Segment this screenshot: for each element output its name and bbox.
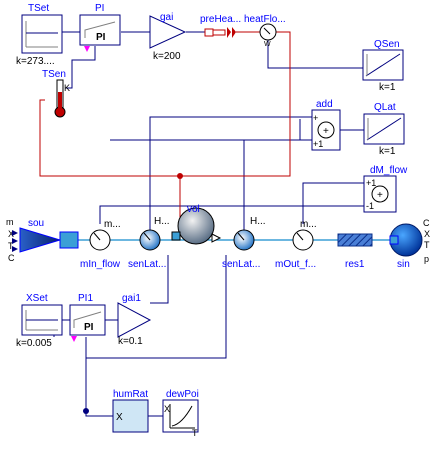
- sou-port-t: T: [8, 241, 14, 251]
- sin-boundary[interactable]: sin C X T p: [389, 218, 430, 270]
- tset-block[interactable]: TSet k=273....: [16, 3, 63, 67]
- heatFlo-sensor[interactable]: W heatFlo...: [244, 14, 286, 48]
- junction-dot: [83, 408, 89, 414]
- add-op: +: [323, 126, 329, 137]
- pi1-name: PI1: [78, 293, 93, 304]
- sin-port-c: C: [423, 218, 430, 228]
- add-sign-a: +: [313, 113, 318, 123]
- heatFlo-unit: W: [264, 41, 271, 48]
- humRat-port: X: [116, 412, 123, 423]
- tsen-sensor[interactable]: K TSen: [42, 69, 70, 118]
- qlat-block[interactable]: QLat k=1: [363, 102, 405, 157]
- senLat1-top: H...: [154, 216, 170, 227]
- tsen-unit: K: [64, 83, 70, 93]
- dM_flow-op: +: [377, 190, 383, 201]
- sou-port-m: m: [6, 217, 14, 227]
- pi1-trigger-port: [71, 336, 77, 342]
- sin-port-t: T: [424, 240, 430, 250]
- gai1-param: k=0.1: [118, 336, 143, 347]
- senLat2-sensor[interactable]: H... senLat...: [222, 216, 266, 270]
- senLat1-sensor[interactable]: H... senLat...: [128, 216, 170, 270]
- mOut_flow-top: m...: [300, 219, 317, 230]
- senLat1-name: senLat...: [128, 259, 166, 270]
- tset-name: TSet: [28, 3, 49, 14]
- junction-dot: [177, 173, 183, 179]
- gai-gain-block[interactable]: gai k=200: [149, 12, 187, 62]
- gai-param: k=200: [153, 51, 181, 62]
- sou-boundary[interactable]: sou m X C T: [6, 217, 79, 263]
- qsen-block[interactable]: QSen k=1: [362, 39, 404, 93]
- pi-name: PI: [95, 3, 104, 14]
- sin-name: sin: [397, 259, 410, 270]
- xset-name: XSet: [26, 293, 48, 304]
- qlat-param: k=1: [379, 146, 396, 157]
- mIn_flow-name: mIn_flow: [80, 259, 121, 270]
- dewPoi-axis-t: T: [192, 428, 198, 438]
- pi-symbol: PI: [96, 32, 106, 43]
- sin-port-p: p: [424, 254, 429, 264]
- gai-name: gai: [160, 12, 173, 23]
- res1-name: res1: [345, 259, 365, 270]
- dM_flow-name: dM_flow: [370, 165, 408, 176]
- tset-param: k=273....: [16, 56, 55, 67]
- pi1-symbol: PI: [84, 322, 94, 333]
- senLat2-top: H...: [250, 216, 266, 227]
- dewPoi-block[interactable]: X T dewPoi: [162, 389, 199, 438]
- dewPoi-axis-x: X: [164, 404, 170, 414]
- heatFlo-name: heatFlo...: [244, 14, 286, 25]
- add-name: add: [316, 99, 333, 110]
- sin-port-x: X: [424, 229, 430, 239]
- gai1-name: gai1: [122, 293, 141, 304]
- sou-port-x: X: [8, 229, 14, 239]
- qsen-param: k=1: [379, 82, 396, 93]
- dM_flow-sign-a: +1: [366, 178, 376, 188]
- dM_flow-sign-b: -1: [366, 201, 374, 211]
- preHea-block[interactable]: preHea...: [200, 14, 250, 38]
- humRat-name: humRat: [113, 389, 148, 400]
- mIn_flow-sensor[interactable]: m... mIn_flow: [80, 219, 121, 270]
- add-sign-b: +1: [313, 139, 323, 149]
- qlat-name: QLat: [374, 102, 396, 113]
- humRat-block[interactable]: X humRat: [112, 389, 149, 433]
- pi-trigger-port: [84, 46, 90, 52]
- dewPoi-name: dewPoi: [166, 389, 199, 400]
- signal-connections: [53, 31, 364, 417]
- res1-resistance[interactable]: res1: [337, 233, 373, 270]
- qsen-name: QSen: [374, 39, 400, 50]
- senLat2-name: senLat...: [222, 259, 260, 270]
- preHea-name: preHea...: [200, 14, 241, 25]
- tsen-name: TSen: [42, 69, 66, 80]
- pi-controller-block[interactable]: PI PI: [79, 3, 121, 52]
- gai1-gain-block[interactable]: gai1 k=0.1: [117, 293, 152, 347]
- sou-name: sou: [28, 218, 44, 229]
- xset-block[interactable]: XSet k=0.005: [16, 293, 63, 349]
- vol-mixing-volume[interactable]: vol: [171, 204, 222, 245]
- vol-name: vol: [187, 204, 200, 215]
- mOut_flow-sensor[interactable]: m... mOut_f...: [275, 219, 317, 270]
- pi1-controller-block[interactable]: PI PI1: [69, 293, 106, 342]
- xset-param: k=0.005: [16, 338, 52, 349]
- mOut_flow-name: mOut_f...: [275, 259, 316, 270]
- mIn_flow-top: m...: [104, 219, 121, 230]
- dM_flow-block[interactable]: + +1 -1 dM_flow: [363, 165, 408, 213]
- sou-port-c: C: [8, 253, 15, 263]
- add-block[interactable]: + + +1 add: [311, 99, 341, 151]
